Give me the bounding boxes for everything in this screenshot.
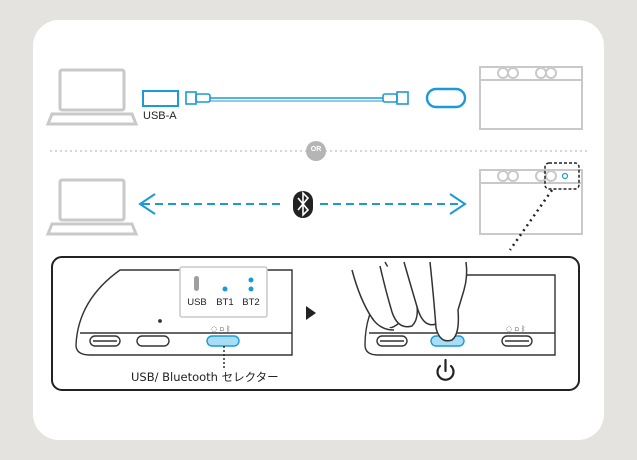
bt1-position-indicator bbox=[222, 286, 228, 292]
or-label: OR bbox=[310, 146, 322, 153]
svg-text:◌ ▫ ᛒ: ◌ ▫ ᛒ bbox=[506, 325, 526, 333]
selector-zoom-box bbox=[544, 162, 580, 190]
selector-caption: USB/ Bluetooth セレクター bbox=[131, 370, 279, 384]
or-badge bbox=[306, 141, 326, 161]
selector-bt1-label: BT1 bbox=[216, 297, 234, 308]
laptop-icon bbox=[45, 178, 139, 236]
selector-bt2-label: BT2 bbox=[242, 297, 260, 308]
bt2-position-indicator-top bbox=[248, 277, 254, 283]
status-led bbox=[561, 172, 569, 180]
drawing-tablet-top bbox=[479, 169, 583, 235]
usb-bt-selector-switch[interactable] bbox=[206, 335, 240, 347]
usb-position-indicator bbox=[194, 276, 199, 291]
usb-c-cable-icon bbox=[185, 87, 467, 109]
usb-a-label: USB-A bbox=[143, 110, 177, 122]
power-icon bbox=[436, 358, 455, 381]
selector-usb-label: USB bbox=[187, 297, 207, 308]
usb-a-plug-icon bbox=[142, 90, 179, 107]
pressing-hand-icon bbox=[351, 261, 468, 342]
tablet-side-view-right: ◌ ▫ ᛒ bbox=[364, 274, 556, 356]
svg-text:◌ ▫ ᛒ: ◌ ▫ ᛒ bbox=[211, 325, 231, 333]
play-arrow-icon bbox=[306, 306, 316, 320]
selector-positions-callout bbox=[179, 266, 268, 318]
drawing-tablet-top bbox=[479, 66, 583, 130]
zoom-leader-line bbox=[508, 189, 554, 251]
bluetooth-icon bbox=[293, 191, 313, 218]
laptop-icon bbox=[45, 68, 139, 126]
bt2-position-indicator-bottom bbox=[248, 286, 254, 292]
bluetooth-link-arrows bbox=[138, 193, 467, 215]
